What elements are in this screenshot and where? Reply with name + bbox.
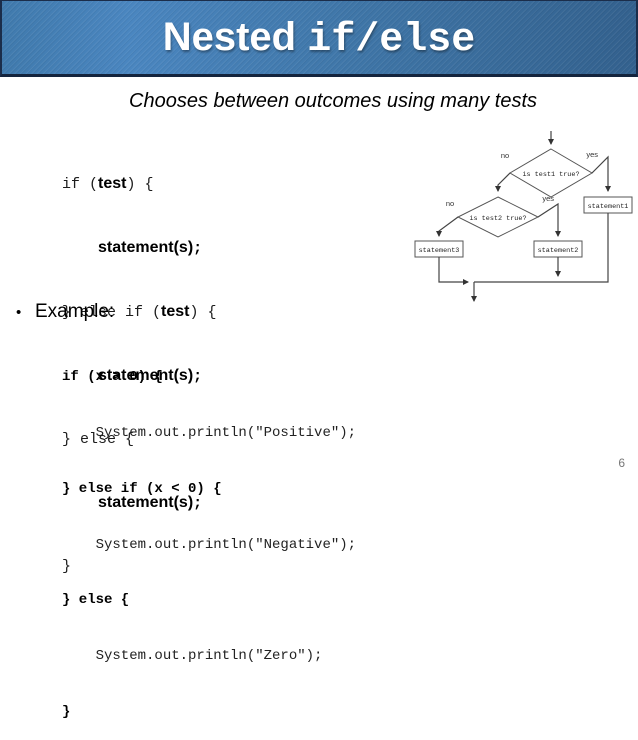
slide-header: Nested if/else bbox=[0, 0, 638, 77]
pseudo-line: } else if (test) { bbox=[62, 301, 217, 323]
code-placeholder: test bbox=[98, 175, 127, 192]
decision2-label: is test2 true? bbox=[469, 215, 526, 223]
bullet-icon: • bbox=[16, 304, 22, 321]
decision2-diamond bbox=[456, 196, 540, 238]
code-text: } else if ( bbox=[62, 304, 162, 321]
pseudo-line: if (test) { bbox=[62, 173, 217, 195]
no-label: no bbox=[446, 199, 454, 208]
code-indent bbox=[62, 240, 98, 257]
code-placeholder: statement(s) bbox=[98, 239, 194, 256]
flow-yes1-connector bbox=[591, 155, 611, 192]
statement1-label: statement1 bbox=[588, 203, 629, 211]
title-code-text: if/else bbox=[307, 17, 476, 63]
code-placeholder: test bbox=[161, 303, 190, 320]
pseudo-line: } else { bbox=[62, 429, 217, 450]
slide-subtitle: Chooses between outcomes using many test… bbox=[129, 90, 537, 112]
code-text: if ( bbox=[62, 176, 99, 193]
yes-label: yes bbox=[586, 150, 598, 159]
code-line: System.out.println("Positive"); bbox=[62, 424, 357, 441]
code-placeholder: statement(s) bbox=[98, 367, 194, 384]
flow-yes2-connector bbox=[537, 202, 561, 237]
code-line: } else if (x < 0) { bbox=[62, 480, 222, 497]
code-text: ; bbox=[193, 240, 203, 257]
decision1-diamond bbox=[509, 148, 593, 198]
page-number: 6 bbox=[618, 456, 625, 470]
code-text: ) { bbox=[126, 176, 154, 193]
no-label: no bbox=[501, 151, 509, 160]
pseudo-line: statement(s); bbox=[62, 365, 217, 387]
statement3-label: statement3 bbox=[419, 247, 460, 255]
code-line: } else { bbox=[62, 592, 130, 609]
flow-no2-connector bbox=[436, 216, 459, 237]
java-code-block: if (x > 0) { System.out.println("Positiv… bbox=[62, 331, 356, 740]
pseudo-line: statement(s); bbox=[62, 237, 217, 259]
flow-merge3-connector bbox=[438, 257, 469, 285]
code-text: ) { bbox=[189, 304, 217, 321]
decision1-label: is test1 true? bbox=[522, 171, 579, 179]
example-label: Example: bbox=[35, 301, 115, 322]
page-title: Nested if/else bbox=[163, 13, 476, 63]
code-line: } bbox=[62, 703, 71, 720]
flowchart-svg: is test1 true? no yes statement1 is test… bbox=[414, 131, 633, 302]
title-text: Nested bbox=[162, 14, 308, 59]
statement2-label: statement2 bbox=[538, 247, 579, 255]
flow-no1-connector bbox=[495, 172, 511, 192]
code-line: System.out.println("Zero"); bbox=[62, 648, 323, 665]
yes-label: yes bbox=[542, 194, 554, 203]
flowchart-diagram: is test1 true? no yes statement1 is test… bbox=[412, 127, 638, 318]
example-bullet-row: • Example: bbox=[16, 301, 114, 323]
code-line: if (x > 0) { bbox=[62, 369, 163, 386]
code-line: System.out.println("Negative"); bbox=[62, 536, 357, 553]
code-text: ; bbox=[193, 368, 203, 385]
flow-merge1-connector bbox=[474, 213, 609, 283]
code-text: } else { bbox=[62, 431, 135, 448]
